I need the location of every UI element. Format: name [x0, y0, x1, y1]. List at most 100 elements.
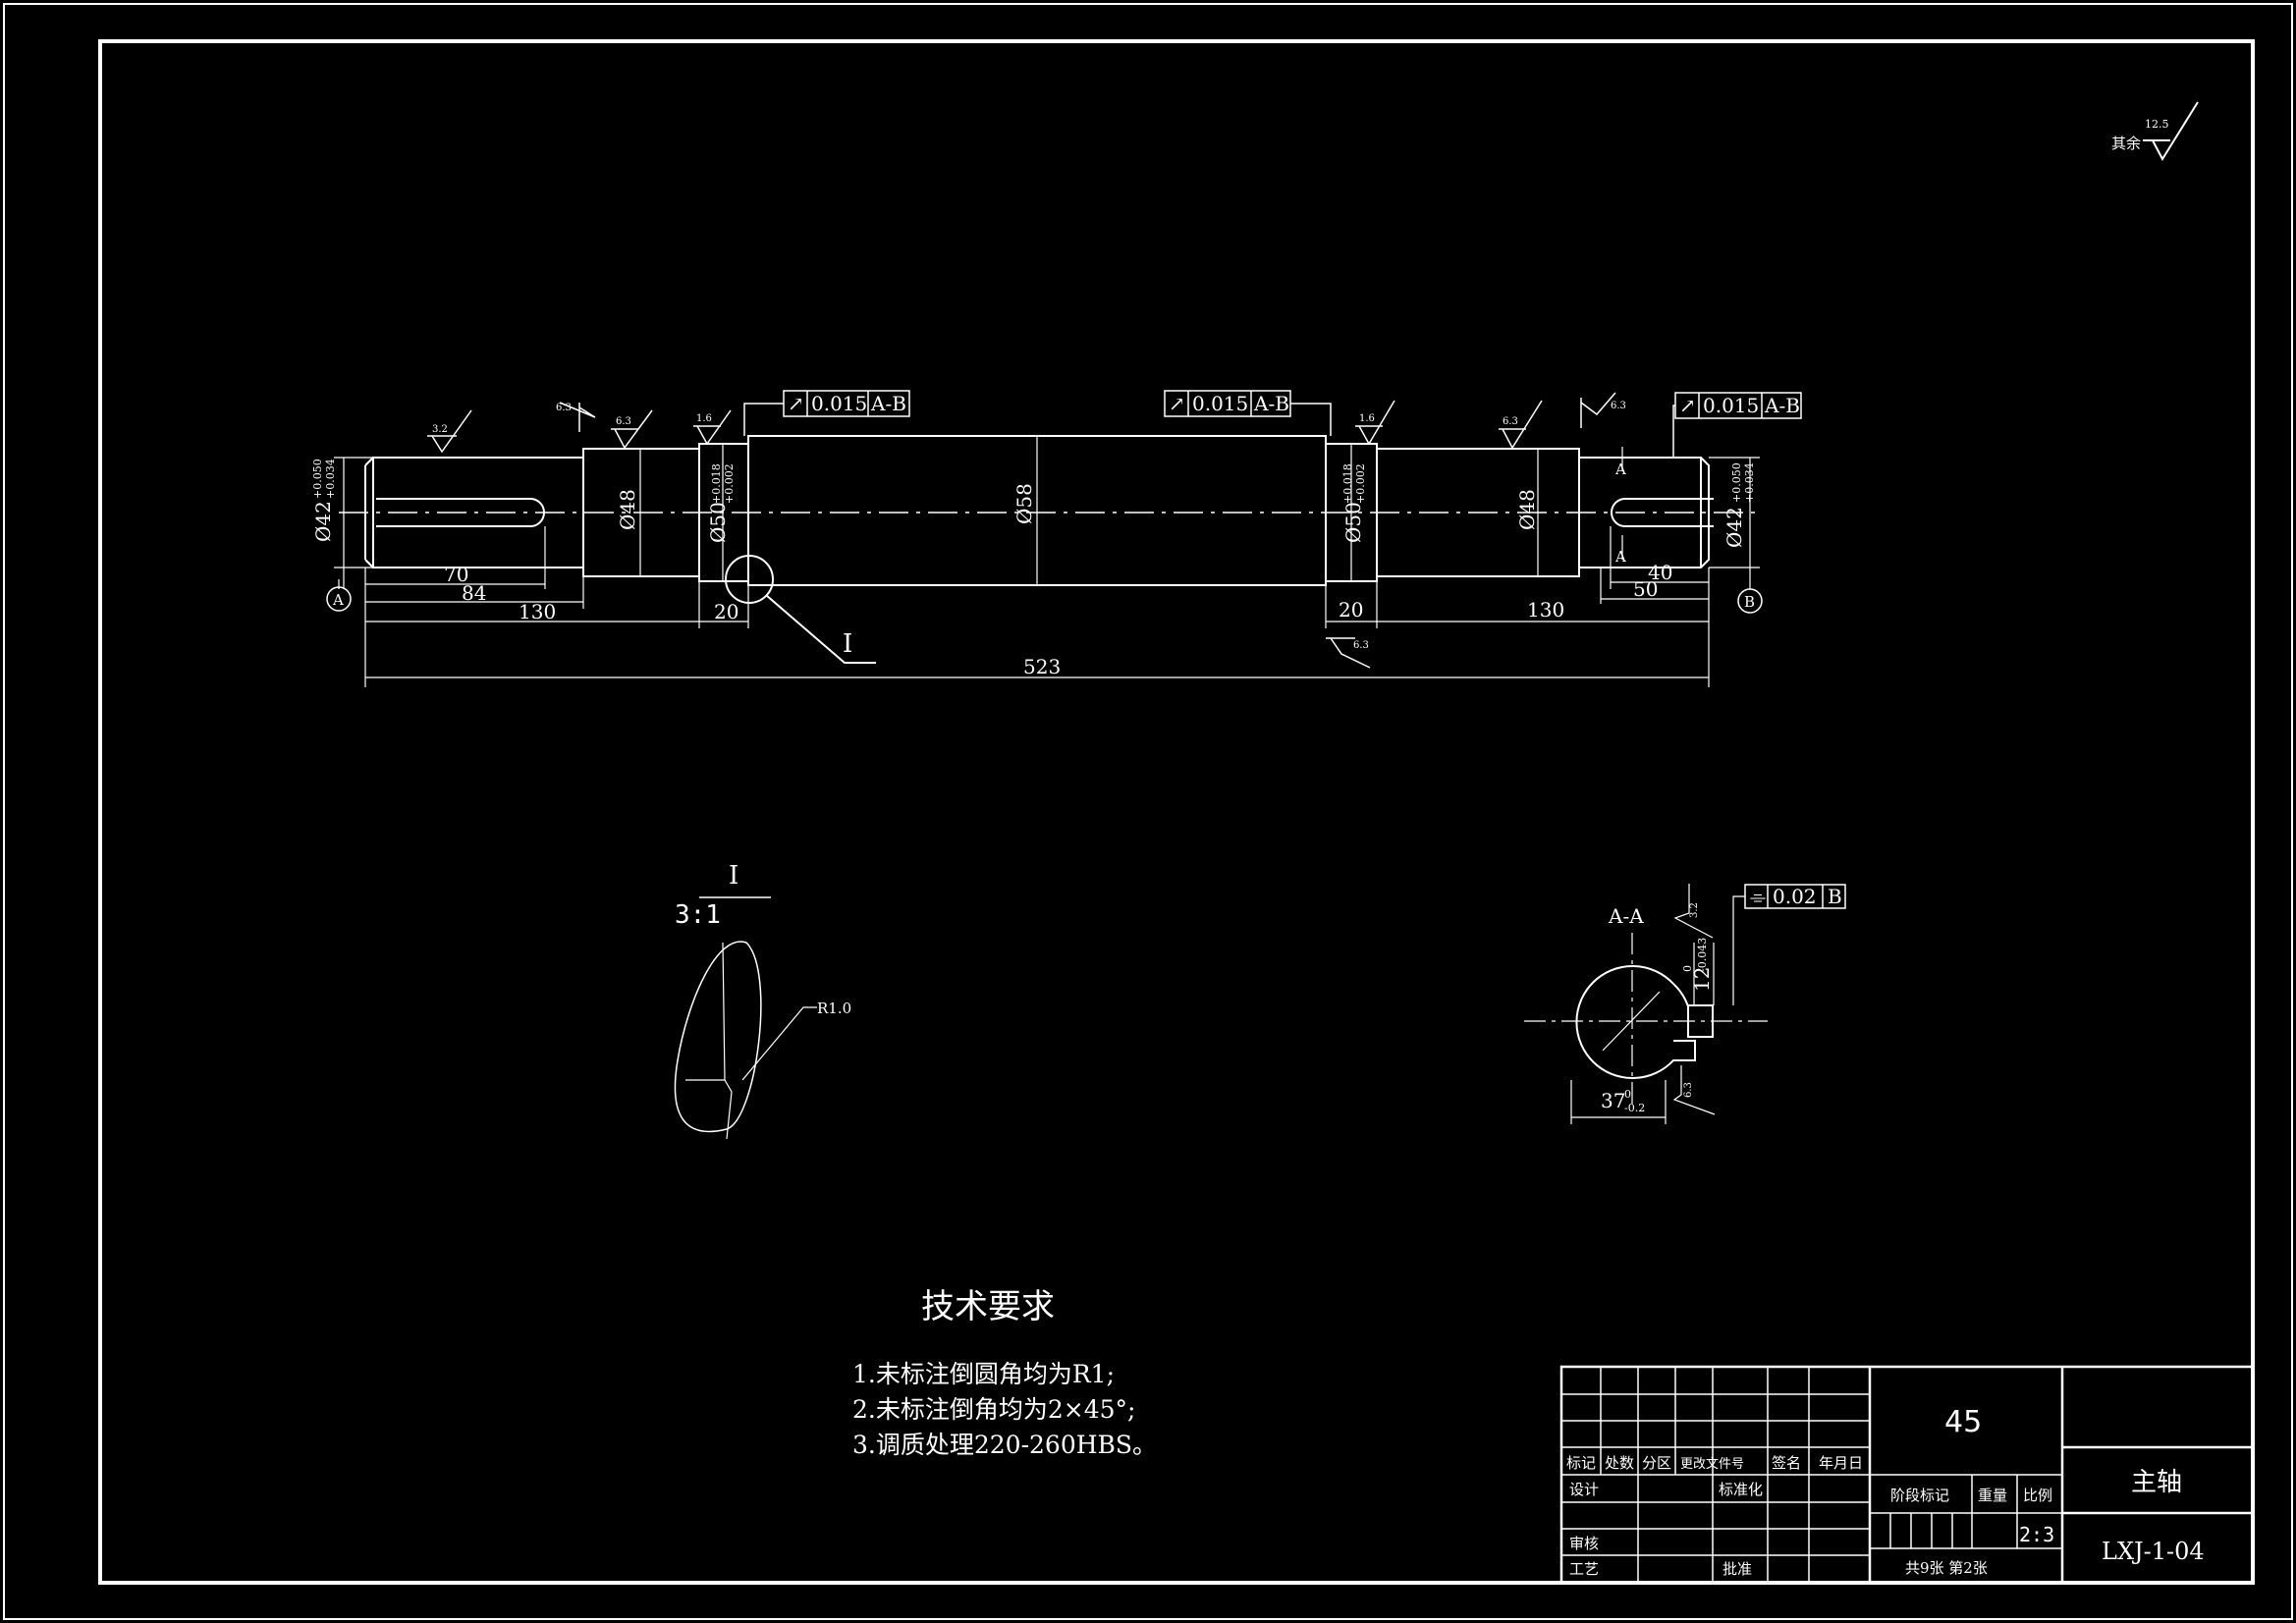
dim-20-left: 20	[714, 600, 738, 623]
col-cell: 重量	[1978, 1487, 2007, 1504]
dim-d48-right: Ø48	[1515, 489, 1539, 530]
header-cell: 更改文件号	[1680, 1457, 1744, 1472]
svg-text:↗: ↗	[1679, 394, 1696, 417]
roughness-value: 3.2	[1689, 902, 1700, 918]
roughness-mark: 3.2	[1673, 884, 1714, 939]
detail-view: I 3:1 R1.0	[674, 861, 851, 1140]
dim-d48-left: Ø48	[616, 489, 639, 530]
roughness-mark: 6.3	[1672, 1065, 1716, 1115]
detail-leader	[765, 594, 876, 664]
runout-frame-left: ↗ 0.015 A-B	[743, 390, 910, 436]
roughness-value: 6.3	[1503, 416, 1518, 427]
svg-text:↗: ↗	[788, 392, 804, 415]
roughness-value: 6.3	[556, 403, 572, 413]
svg-text:A-B: A-B	[870, 392, 906, 415]
roughness-mark	[1355, 400, 1395, 446]
roughness-mark	[559, 402, 596, 432]
runout-frame-center: ↗ 0.015 A-B	[1164, 390, 1332, 436]
shaft-view	[339, 435, 1758, 664]
drawing-number: LXJ-1-04	[2102, 1538, 2205, 1565]
datum-a: A	[326, 586, 352, 612]
dim-523: 523	[1023, 655, 1061, 678]
dim-d42-left: Ø42	[311, 501, 335, 542]
tech-item: 1.未标注倒圆角均为R1;	[852, 1360, 1115, 1388]
dim-50: 50	[1633, 577, 1658, 601]
header-cell: 处数	[1605, 1454, 1634, 1472]
dim-d50-right: Ø50	[1341, 502, 1365, 543]
default-roughness-label: 其余	[2111, 135, 2141, 152]
dim-d50-left-upper: +0.018	[710, 463, 723, 504]
roughness-mark	[1326, 637, 1371, 669]
header-cell: 年月日	[1819, 1454, 1863, 1472]
roughness-marks	[427, 392, 1616, 669]
dim-d42-right-lower: +0.034	[1743, 462, 1756, 503]
section-width: 37	[1601, 1089, 1625, 1112]
svg-text:A-B: A-B	[1253, 392, 1289, 415]
roughness-value: 6.3	[1611, 401, 1626, 411]
section-title: A-A	[1608, 904, 1644, 928]
roughness-mark	[611, 409, 653, 450]
header-cell: 标记	[1566, 1454, 1596, 1472]
title-block	[1559, 1365, 2255, 1585]
section-view: A-A 37 0 -0.2 12 0 -0.043 ⌯ 0.02 B 3.2 6…	[1524, 884, 1846, 1124]
detail-radius: R1.0	[817, 1000, 851, 1017]
section-mark-a-top: A	[1614, 460, 1626, 478]
dim-d50-right-lower: +0.002	[1354, 463, 1367, 504]
detail-circle	[725, 555, 774, 604]
role-cell: 设计	[1569, 1481, 1599, 1498]
role-cell: 审核	[1569, 1535, 1599, 1552]
runout-frame-right: ↗ 0.015 A-B	[1672, 392, 1802, 458]
dim-84: 84	[462, 581, 486, 605]
outer-border	[3, 3, 2293, 1620]
role-cell: 标准化	[1719, 1481, 1763, 1498]
svg-text:0.015: 0.015	[1703, 394, 1759, 417]
tech-item: 2.未标注倒角均为2×45°;	[852, 1395, 1135, 1424]
svg-text:↗: ↗	[1169, 392, 1185, 415]
col-cell: 阶段标记	[1890, 1487, 1949, 1504]
roughness-value: 1.6	[696, 413, 712, 424]
svg-text:0.015: 0.015	[811, 392, 867, 415]
roughness-value: 6.3	[1353, 640, 1369, 651]
detail-callout-label: I	[843, 629, 852, 659]
detail-label: I	[729, 861, 738, 891]
section-key-upper: 0	[1681, 965, 1694, 972]
dim-130-right: 130	[1527, 598, 1564, 622]
material: 45	[1944, 1405, 1982, 1439]
roughness-mark	[1580, 392, 1616, 428]
dim-d58: Ø58	[1012, 483, 1036, 524]
roughness-value: 1.6	[1359, 413, 1375, 424]
svg-text:A-B: A-B	[1764, 394, 1800, 417]
dim-d42-right: Ø42	[1722, 507, 1746, 548]
detail-outline	[674, 941, 762, 1133]
header-cell: 签名	[1772, 1454, 1801, 1472]
tech-item: 3.调质处理220-260HBS。	[852, 1431, 1157, 1459]
section-key-lower: -0.043	[1696, 938, 1709, 972]
dim-d50-right-upper: +0.018	[1341, 463, 1354, 504]
dim-20-right: 20	[1339, 598, 1363, 622]
title-block-texts: 标记 处数 分区 更改文件号 签名 年月日 设计 标准化 审核 工艺 批准 阶段…	[1566, 1454, 2052, 1578]
role-cell: 批准	[1722, 1560, 1752, 1578]
roughness-value: 6.3	[616, 416, 631, 427]
section-width-lower: -0.2	[1624, 1102, 1645, 1114]
dim-d50-left: Ø50	[706, 502, 730, 543]
default-roughness-value: 12.5	[2145, 118, 2169, 131]
default-roughness: 其余 12.5	[2111, 101, 2199, 162]
right-keyway	[1611, 498, 1714, 527]
svg-text:⌯: ⌯	[1750, 885, 1766, 908]
scale-value: 2:3	[2019, 1523, 2054, 1546]
roughness-mark	[693, 409, 732, 446]
svg-text:0.015: 0.015	[1192, 392, 1248, 415]
role-cell: 工艺	[1569, 1560, 1599, 1578]
sheet-count: 共9张 第2张	[1905, 1559, 1988, 1577]
dimension-texts: Ø42 +0.050 +0.034 Ø48 Ø50 +0.018 +0.002 …	[311, 459, 1756, 678]
dim-70: 70	[444, 563, 468, 586]
inner-border	[98, 39, 2255, 1585]
roughness-value: 3.2	[432, 424, 448, 435]
left-keyway	[376, 498, 545, 527]
section-key: 12	[1690, 967, 1714, 992]
roughness-values: 3.2 6.3 6.3 1.6 1.6 6.3 6.3 6.3	[432, 401, 1626, 651]
svg-text:B: B	[1828, 885, 1842, 908]
datum-b: B	[1737, 588, 1763, 614]
dim-130-left: 130	[519, 600, 556, 623]
